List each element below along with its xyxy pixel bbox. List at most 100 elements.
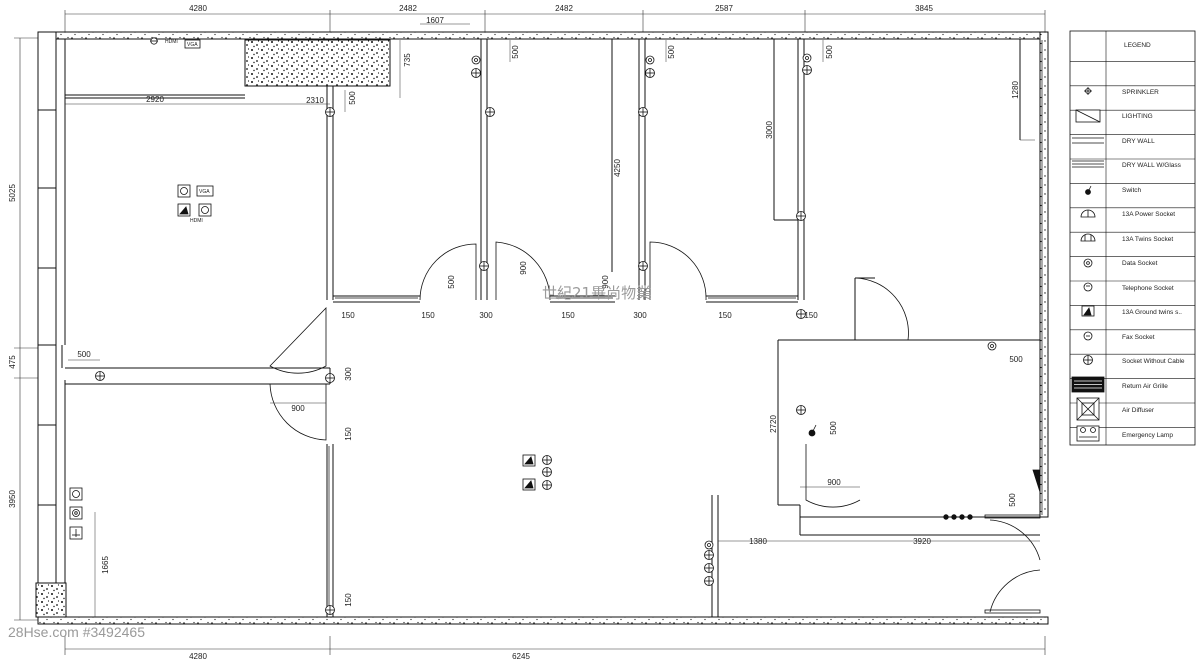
inner-dimension-labels: 735 2920 2310 500 500 500 500 500 3000 1… <box>77 45 1023 607</box>
inner-dimension-lines <box>65 40 1040 617</box>
dim-left-2: 475 <box>8 355 17 369</box>
return-air-grille-icon <box>1071 376 1105 393</box>
dimension-labels: 4280 2482 1607 2482 2587 3845 4280 6245 … <box>8 4 933 661</box>
dim-bottom-1: 4280 <box>189 652 207 661</box>
dim-inner-900-a: 900 <box>519 261 528 275</box>
dim-inner-2310: 2310 <box>306 96 324 105</box>
fax-socket-icon <box>1083 331 1093 341</box>
socket-without-cable-icon <box>542 480 552 490</box>
dim-inner-1280: 1280 <box>1011 81 1020 99</box>
data-socket-icon <box>69 506 83 520</box>
storage-cabinet <box>244 39 391 87</box>
dim-top-3: 1607 <box>426 16 444 25</box>
vga-label-top: VGA <box>187 42 198 48</box>
dim-inner-150-b: 150 <box>421 311 435 320</box>
data-socket-icon <box>802 53 812 63</box>
ground-twin-socket-icon <box>1081 305 1095 317</box>
socket-without-cable-icon <box>485 107 495 117</box>
legend-label-sprinkler: SPRINKLER <box>1122 89 1159 96</box>
ground-twin-socket-icon <box>177 203 191 217</box>
glass-partitions <box>328 40 1043 612</box>
dim-inner-3920: 3920 <box>913 537 931 546</box>
dim-inner-500-a: 500 <box>348 91 357 105</box>
vga-socket-mid <box>196 185 214 197</box>
dim-inner-300-a: 300 <box>479 311 493 320</box>
socket-no-cable-icon <box>1083 355 1093 365</box>
telephone-socket-icon <box>1083 282 1093 292</box>
dim-left-1: 5025 <box>8 184 17 202</box>
hdmi-label-mid: HDMI <box>190 218 203 224</box>
data-socket-icon <box>471 55 481 65</box>
dry-wall-icon <box>1072 137 1104 144</box>
legend-label-socket-no-cable: Socket Without Cable <box>1122 358 1185 365</box>
dry-wall-glass-icon <box>1072 160 1104 168</box>
legend-label-air-diffuser: Air Diffuser <box>1122 407 1155 414</box>
dim-inner-900-b: 900 <box>601 275 610 289</box>
power-socket-icon <box>69 526 83 540</box>
dim-bottom-2: 6245 <box>512 652 530 661</box>
socket-without-cable-icon <box>471 68 481 78</box>
dim-inner-500-i: 500 <box>1009 355 1023 364</box>
lighting-icon <box>1032 469 1041 493</box>
dim-inner-1380: 1380 <box>749 537 767 546</box>
site-footer-text: 28Hse.com #3492465 <box>8 624 145 640</box>
socket-without-cable-icon <box>325 373 335 383</box>
socket-without-cable-icon <box>796 211 806 221</box>
air-diffuser-icon <box>1076 397 1100 421</box>
legend-table: LEGEND SPRINKLER LIGHTING DRY WALL DRY W… <box>1069 30 1196 446</box>
dim-inner-1665: 1665 <box>101 556 110 574</box>
doors <box>269 241 1041 614</box>
legend-label-dry-wall-glass: DRY WALL W/Glass <box>1122 162 1182 169</box>
dim-top-5: 2587 <box>715 4 733 13</box>
vga-socket-top <box>184 39 201 49</box>
sockets <box>69 37 1041 615</box>
outer-walls <box>35 31 1049 625</box>
device-labels: HDMI VGA VGA HDMI <box>165 39 210 224</box>
dim-inner-150-e: 150 <box>804 311 818 320</box>
legend-symbols <box>1071 87 1105 442</box>
dim-inner-500-c: 500 <box>667 45 676 59</box>
ground-twin-socket-icon <box>522 478 536 491</box>
socket-without-cable-icon <box>796 405 806 415</box>
power-socket-icon <box>1080 209 1096 218</box>
legend-label-data-socket: Data Socket <box>1122 260 1158 267</box>
dim-inner-500-d: 500 <box>825 45 834 59</box>
dim-inner-150-a: 150 <box>341 311 355 320</box>
socket-without-cable-icon <box>802 65 812 75</box>
legend-label-return-air-grille: Return Air Grille <box>1122 383 1168 390</box>
dim-inner-4250: 4250 <box>613 159 622 177</box>
dim-inner-150-d: 150 <box>718 311 732 320</box>
twin-socket-icon <box>1080 233 1096 242</box>
socket-without-cable-icon <box>796 309 806 319</box>
window-mullions <box>38 109 56 506</box>
socket-without-cable-icon <box>704 563 714 573</box>
legend-label-telephone-socket: Telephone Socket <box>1122 285 1174 292</box>
socket-without-cable-icon <box>325 605 335 615</box>
legend-label-switch: Switch <box>1122 187 1142 194</box>
data-socket-icon <box>704 540 714 550</box>
dim-inner-900-d: 900 <box>827 478 841 487</box>
socket-without-cable-icon <box>479 261 489 271</box>
dim-inner-3000: 3000 <box>765 121 774 139</box>
socket-without-cable-icon <box>542 455 552 465</box>
dim-inner-900-c: 900 <box>291 404 305 413</box>
legend-label-fax-socket: Fax Socket <box>1122 334 1155 341</box>
switch-icon <box>808 424 817 437</box>
watermark: 世紀21畢尚物業 <box>542 284 651 302</box>
fax-socket-icon <box>198 203 212 217</box>
legend-label-lighting: LIGHTING <box>1122 113 1153 120</box>
dim-inner-150-c: 150 <box>561 311 575 320</box>
dim-inner-300-b: 300 <box>633 311 647 320</box>
emergency-lamp-icon <box>1076 425 1100 442</box>
dim-inner-150-g: 150 <box>344 593 353 607</box>
legend-label-emergency-lamp: Emergency Lamp <box>1122 432 1173 439</box>
dim-inner-150-f: 150 <box>344 427 353 441</box>
dim-inner-500-e: 500 <box>1008 493 1017 507</box>
socket-without-cable-icon <box>638 107 648 117</box>
socket-without-cable-icon <box>95 371 105 381</box>
dim-top-6: 3845 <box>915 4 933 13</box>
data-socket-icon <box>987 341 997 351</box>
data-socket-icon <box>1083 258 1093 268</box>
legend-label-dry-wall: DRY WALL <box>1122 138 1155 145</box>
